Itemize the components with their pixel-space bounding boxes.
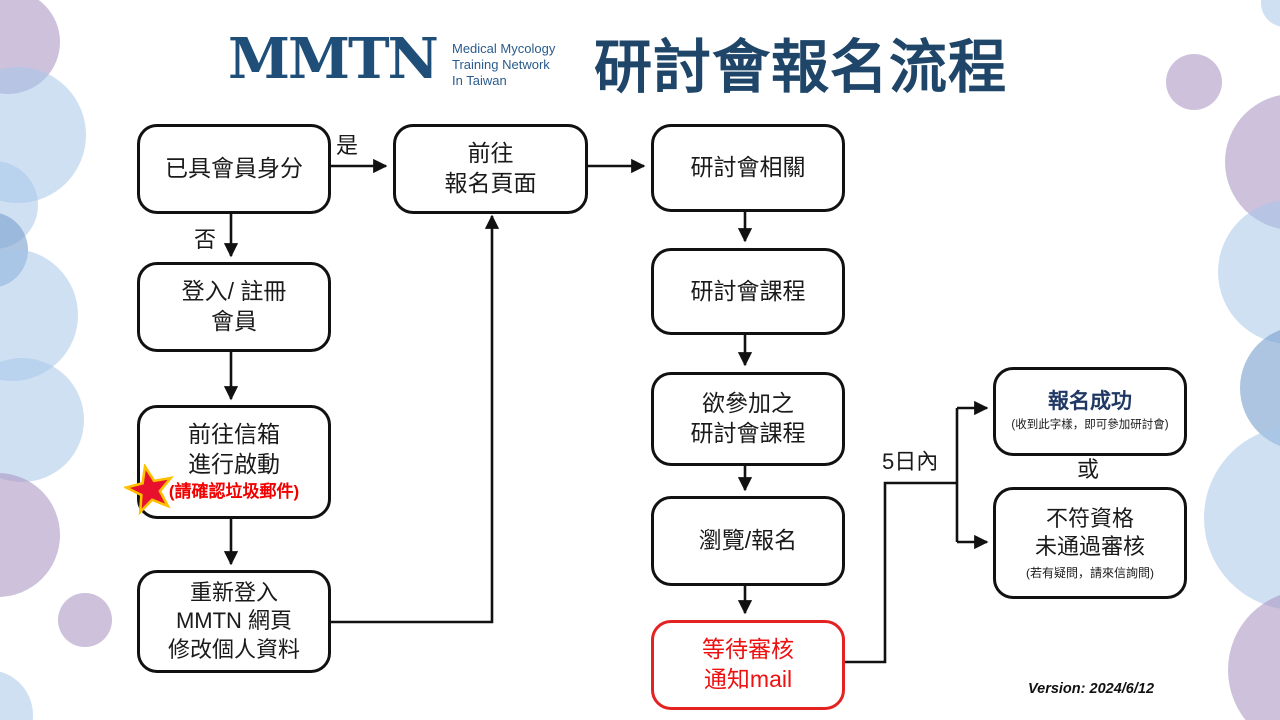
warning-star-icon: [122, 462, 176, 516]
node-label: 欲參加之: [702, 390, 794, 417]
node-label: 報名成功: [1048, 390, 1132, 414]
node-label: 未通過審核: [1034, 534, 1145, 560]
decor-circle: [58, 593, 112, 647]
node-label: MMTN 網頁: [175, 608, 293, 634]
edge-label-within-5-days: 5日內: [882, 449, 939, 474]
edge-label-yes: 是: [336, 133, 359, 158]
node-label: 前往: [467, 140, 514, 167]
flow-node-goto-register-page: 前往 報名頁面: [393, 124, 588, 214]
edge-label-or: 或: [1077, 457, 1100, 482]
connector-wait-to-branch: [839, 481, 957, 664]
node-label: 登入/ 註冊: [181, 278, 287, 305]
node-warning-note: (請確認垃圾郵件): [168, 481, 300, 501]
node-label: 會員: [211, 308, 257, 334]
decor-circle: [0, 473, 60, 597]
node-label: 研討會相關: [690, 154, 806, 181]
flow-node-seminar-courses: 研討會課程: [651, 248, 845, 335]
decor-circle: [1228, 590, 1280, 720]
logo-subtitle-line: Training Network: [452, 57, 550, 72]
node-label: 不符資格: [1045, 505, 1134, 531]
node-label: 研討會課程: [690, 420, 806, 446]
node-label: 等待審核: [702, 636, 794, 663]
decor-circle: [1218, 200, 1280, 344]
decor-circle: [1166, 54, 1222, 110]
edge-label-no: 否: [194, 227, 217, 252]
logo-subtitle-line: Medical Mycology: [452, 41, 556, 56]
flow-node-not-qualified: 不符資格 未通過審核 (若有疑問，請來信詢問): [993, 487, 1187, 599]
logo-subtitle-line: In Taiwan: [452, 73, 507, 88]
flow-node-desired-courses: 欲參加之 研討會課程: [651, 372, 845, 466]
flow-node-browse-register: 瀏覽/報名: [651, 496, 845, 586]
flow-node-login-register: 登入/ 註冊 會員: [137, 262, 331, 352]
decor-circle: [0, 358, 84, 482]
node-label: 進行啟動: [188, 451, 280, 478]
page-title: 研討會報名流程: [594, 35, 1008, 100]
node-label: 重新登入: [189, 579, 278, 605]
mmtn-logo: MMTN: [228, 26, 439, 92]
flow-node-wait-review: 等待審核 通知mail: [651, 620, 845, 710]
decor-circle: [1204, 426, 1280, 610]
decor-circle: [0, 670, 33, 720]
flow-node-seminar-related: 研討會相關: [651, 124, 845, 212]
arrow-relogin-to-register-page: [327, 214, 500, 624]
node-label: 修改個人資料: [167, 636, 300, 662]
flow-node-mailbox-activate: 前往信箱 進行啟動 (請確認垃圾郵件): [137, 405, 331, 519]
node-label: 瀏覽/報名: [698, 527, 798, 554]
node-label: 已具會員身分: [165, 155, 303, 182]
node-label: 報名頁面: [444, 170, 537, 196]
node-label: 通知mail: [703, 666, 793, 692]
mmtn-logo-subtitle: Medical Mycology Training Network In Tai…: [452, 41, 555, 89]
decor-circle: [1261, 0, 1280, 27]
version-label: Version: 2024/6/12: [1028, 681, 1155, 697]
node-note: (若有疑問，請來信詢問): [1026, 566, 1154, 580]
flow-node-register-success: 報名成功 (收到此字樣，即可參加研討會): [993, 367, 1187, 456]
flow-node-relogin: 重新登入 MMTN 網頁 修改個人資料: [137, 570, 331, 673]
node-label: 前往信箱: [188, 421, 280, 448]
node-label: 研討會課程: [690, 277, 806, 304]
flow-node-member-status: 已具會員身分: [137, 124, 331, 214]
node-note: (收到此字樣，即可參加研討會): [1011, 419, 1169, 432]
